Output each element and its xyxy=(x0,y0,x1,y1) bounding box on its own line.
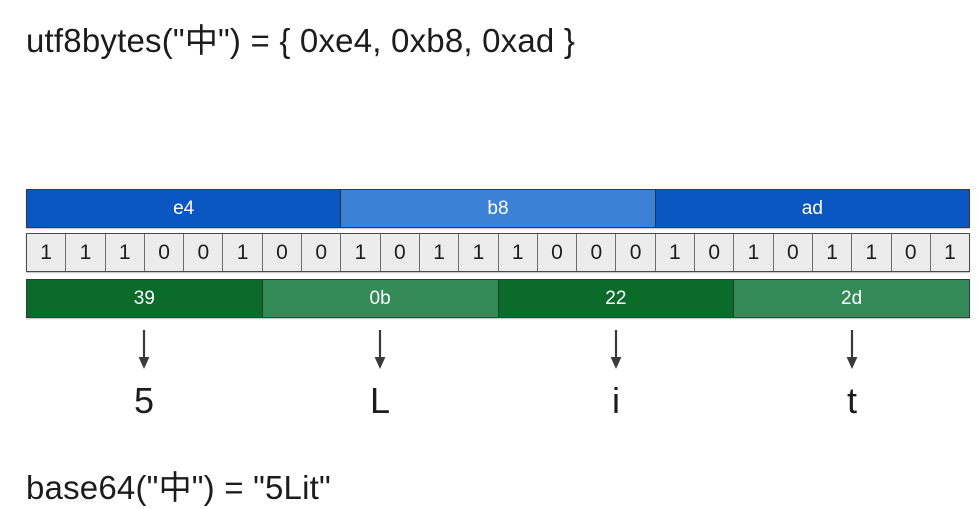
decoded-character-column: 5 xyxy=(26,330,262,425)
bit-value: 1 xyxy=(747,240,760,264)
base64-sextet-label: 0b xyxy=(369,287,391,309)
bit-cell: 0 xyxy=(537,234,578,271)
decoded-character: t xyxy=(846,380,857,421)
base64-sextet-label: 39 xyxy=(133,287,155,309)
bit-value: 0 xyxy=(708,240,721,264)
bit-cell: 0 xyxy=(144,234,185,271)
bit-value: 0 xyxy=(276,240,288,264)
down-arrow-icon xyxy=(372,330,388,370)
bit-cell: 0 xyxy=(616,234,656,271)
bit-value: 1 xyxy=(236,240,249,264)
decoded-character: L xyxy=(369,380,391,421)
bit-value: 0 xyxy=(315,240,328,264)
bit-cell: 1 xyxy=(812,234,853,271)
utf8-byte-cell: e4 xyxy=(27,190,342,227)
base64-sextet-cell: 22 xyxy=(498,280,735,317)
bit-cell: 1 xyxy=(930,234,970,271)
bit-cell: 1 xyxy=(27,234,67,271)
bit-value: 1 xyxy=(944,240,956,264)
utf8-byte-cell: ad xyxy=(655,190,969,227)
base64-sextet-cell: 39 xyxy=(27,280,263,317)
bit-value: 0 xyxy=(590,240,603,264)
bit-cell: 1 xyxy=(655,234,696,271)
bit-cell: 1 xyxy=(734,234,774,271)
bit-value: 0 xyxy=(158,240,170,264)
bit-value: 1 xyxy=(354,240,367,264)
utf8-byte-cell: b8 xyxy=(341,190,656,227)
bit-cell: 1 xyxy=(459,234,499,271)
base64-encoding-diagram: e4 b8 ad 1 1 1 0 0 1 0 0 1 0 1 1 1 0 0 0 1 0 1 0 1 1 0 1 39 0b 22 2d xyxy=(26,189,970,318)
bit-value: 0 xyxy=(197,240,210,264)
bit-value: 1 xyxy=(511,240,524,264)
bit-cell: 1 xyxy=(223,234,263,271)
decoded-character: i xyxy=(612,380,620,421)
bit-row: 1 1 1 0 0 1 0 0 1 0 1 1 1 0 0 0 1 0 1 0 1 1 0 1 xyxy=(26,233,970,272)
bit-cell: 0 xyxy=(773,234,813,271)
bit-cell: 1 xyxy=(341,234,381,271)
bit-cell: 0 xyxy=(262,234,303,271)
base64-sextet-label: 2d xyxy=(841,287,863,309)
bit-value: 0 xyxy=(629,240,642,264)
base64-sextet-cell: 2d xyxy=(734,280,969,317)
utf8-byte-label: ad xyxy=(801,197,823,219)
bit-cell: 0 xyxy=(891,234,931,271)
bit-cell: 0 xyxy=(695,234,735,271)
base64-sextet-label: 22 xyxy=(605,287,627,309)
bit-value: 1 xyxy=(865,240,878,264)
bit-value: 0 xyxy=(786,240,799,264)
bit-value: 1 xyxy=(79,240,92,264)
bit-cell: 1 xyxy=(498,234,538,271)
decoded-character: 5 xyxy=(133,380,155,421)
bit-value: 0 xyxy=(393,240,406,264)
bit-value: 1 xyxy=(40,240,52,264)
utf8-byte-label: b8 xyxy=(487,197,509,219)
bit-value: 1 xyxy=(669,240,681,264)
decoded-character-column: i xyxy=(498,330,734,425)
bit-cell: 0 xyxy=(184,234,224,271)
bit-value: 1 xyxy=(118,240,131,264)
bit-value: 1 xyxy=(826,240,838,264)
decoded-character-column: t xyxy=(734,330,970,425)
bit-value: 0 xyxy=(904,240,917,264)
bit-cell: 0 xyxy=(577,234,617,271)
utf8bytes-formula: utf8bytes("中") = { 0xe4, 0xb8, 0xad } xyxy=(26,22,576,59)
bit-cell: 1 xyxy=(66,234,106,271)
decoded-character-column: L xyxy=(262,330,498,425)
base64-sextet-row: 39 0b 22 2d xyxy=(26,279,970,318)
base64-sextet-cell: 0b xyxy=(262,280,499,317)
bit-cell: 0 xyxy=(302,234,342,271)
bit-value: 1 xyxy=(433,240,445,264)
bit-cell: 1 xyxy=(419,234,460,271)
utf8-byte-label: e4 xyxy=(173,197,195,219)
utf8-byte-row: e4 b8 ad xyxy=(26,189,970,228)
down-arrow-icon xyxy=(844,330,860,370)
base64-result-formula: base64("中") = "5Lit" xyxy=(26,469,331,506)
down-arrow-icon xyxy=(136,330,152,370)
bit-cell: 0 xyxy=(380,234,420,271)
bit-value: 0 xyxy=(551,240,563,264)
down-arrow-icon xyxy=(608,330,624,370)
bit-cell: 1 xyxy=(105,234,145,271)
bit-value: 1 xyxy=(472,240,485,264)
bit-cell: 1 xyxy=(852,234,892,271)
